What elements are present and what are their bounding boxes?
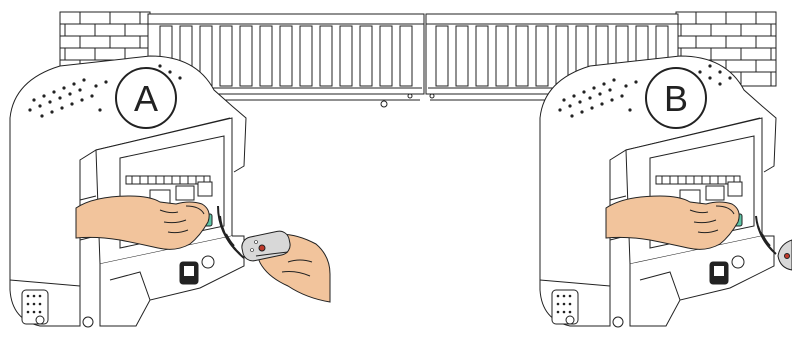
hand-b [606, 196, 739, 249]
hand-with-remote-a [240, 229, 330, 302]
remote-control-b [778, 240, 792, 270]
hand-a [76, 196, 209, 249]
callout-a-label: A [134, 78, 158, 119]
callout-b-label: B [664, 78, 688, 119]
